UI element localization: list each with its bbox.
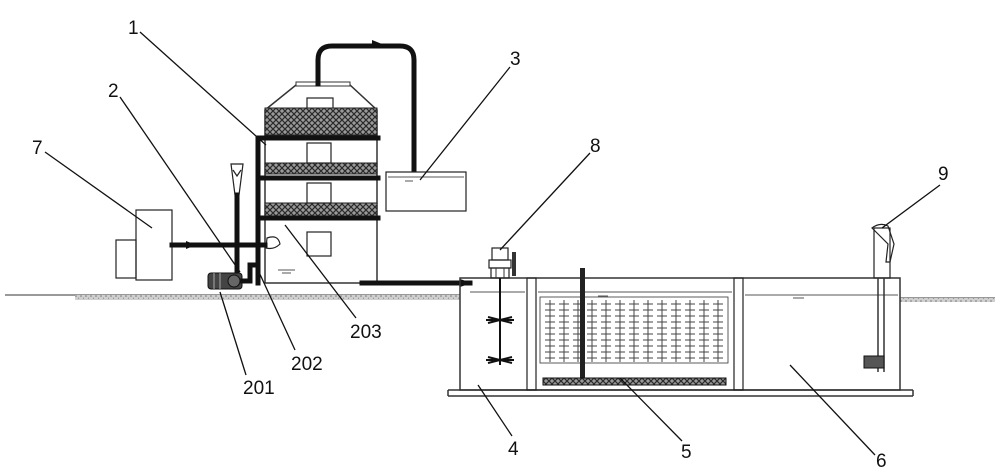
label-5: 5 — [681, 442, 692, 463]
label-6: 6 — [876, 451, 887, 472]
label-7: 7 — [32, 138, 43, 159]
label-3: 3 — [510, 49, 521, 70]
label-203: 203 — [350, 322, 382, 343]
gas-source-unit — [115, 209, 173, 281]
label-9: 9 — [938, 164, 949, 185]
stirrer — [486, 247, 516, 365]
leader-lines — [44, 31, 941, 456]
label-2: 2 — [108, 81, 119, 102]
label-4: 4 — [508, 439, 519, 460]
flow-arrow — [372, 40, 382, 48]
label-202: 202 — [291, 354, 323, 375]
biofilm-module — [539, 268, 729, 386]
label-1: 1 — [128, 18, 139, 39]
flow-arrow — [186, 241, 196, 249]
ground — [5, 294, 995, 302]
label-8: 8 — [590, 136, 601, 157]
liquid-tank — [385, 171, 467, 212]
flow-arrow — [460, 279, 472, 287]
outlet-device — [863, 223, 895, 372]
label-201: 201 — [243, 378, 275, 399]
circulation-pump — [207, 262, 261, 290]
scrubber-tower — [255, 81, 381, 286]
dosing-funnel — [230, 163, 244, 275]
exhaust-pipe — [315, 43, 417, 173]
treatment-basin — [447, 277, 914, 397]
